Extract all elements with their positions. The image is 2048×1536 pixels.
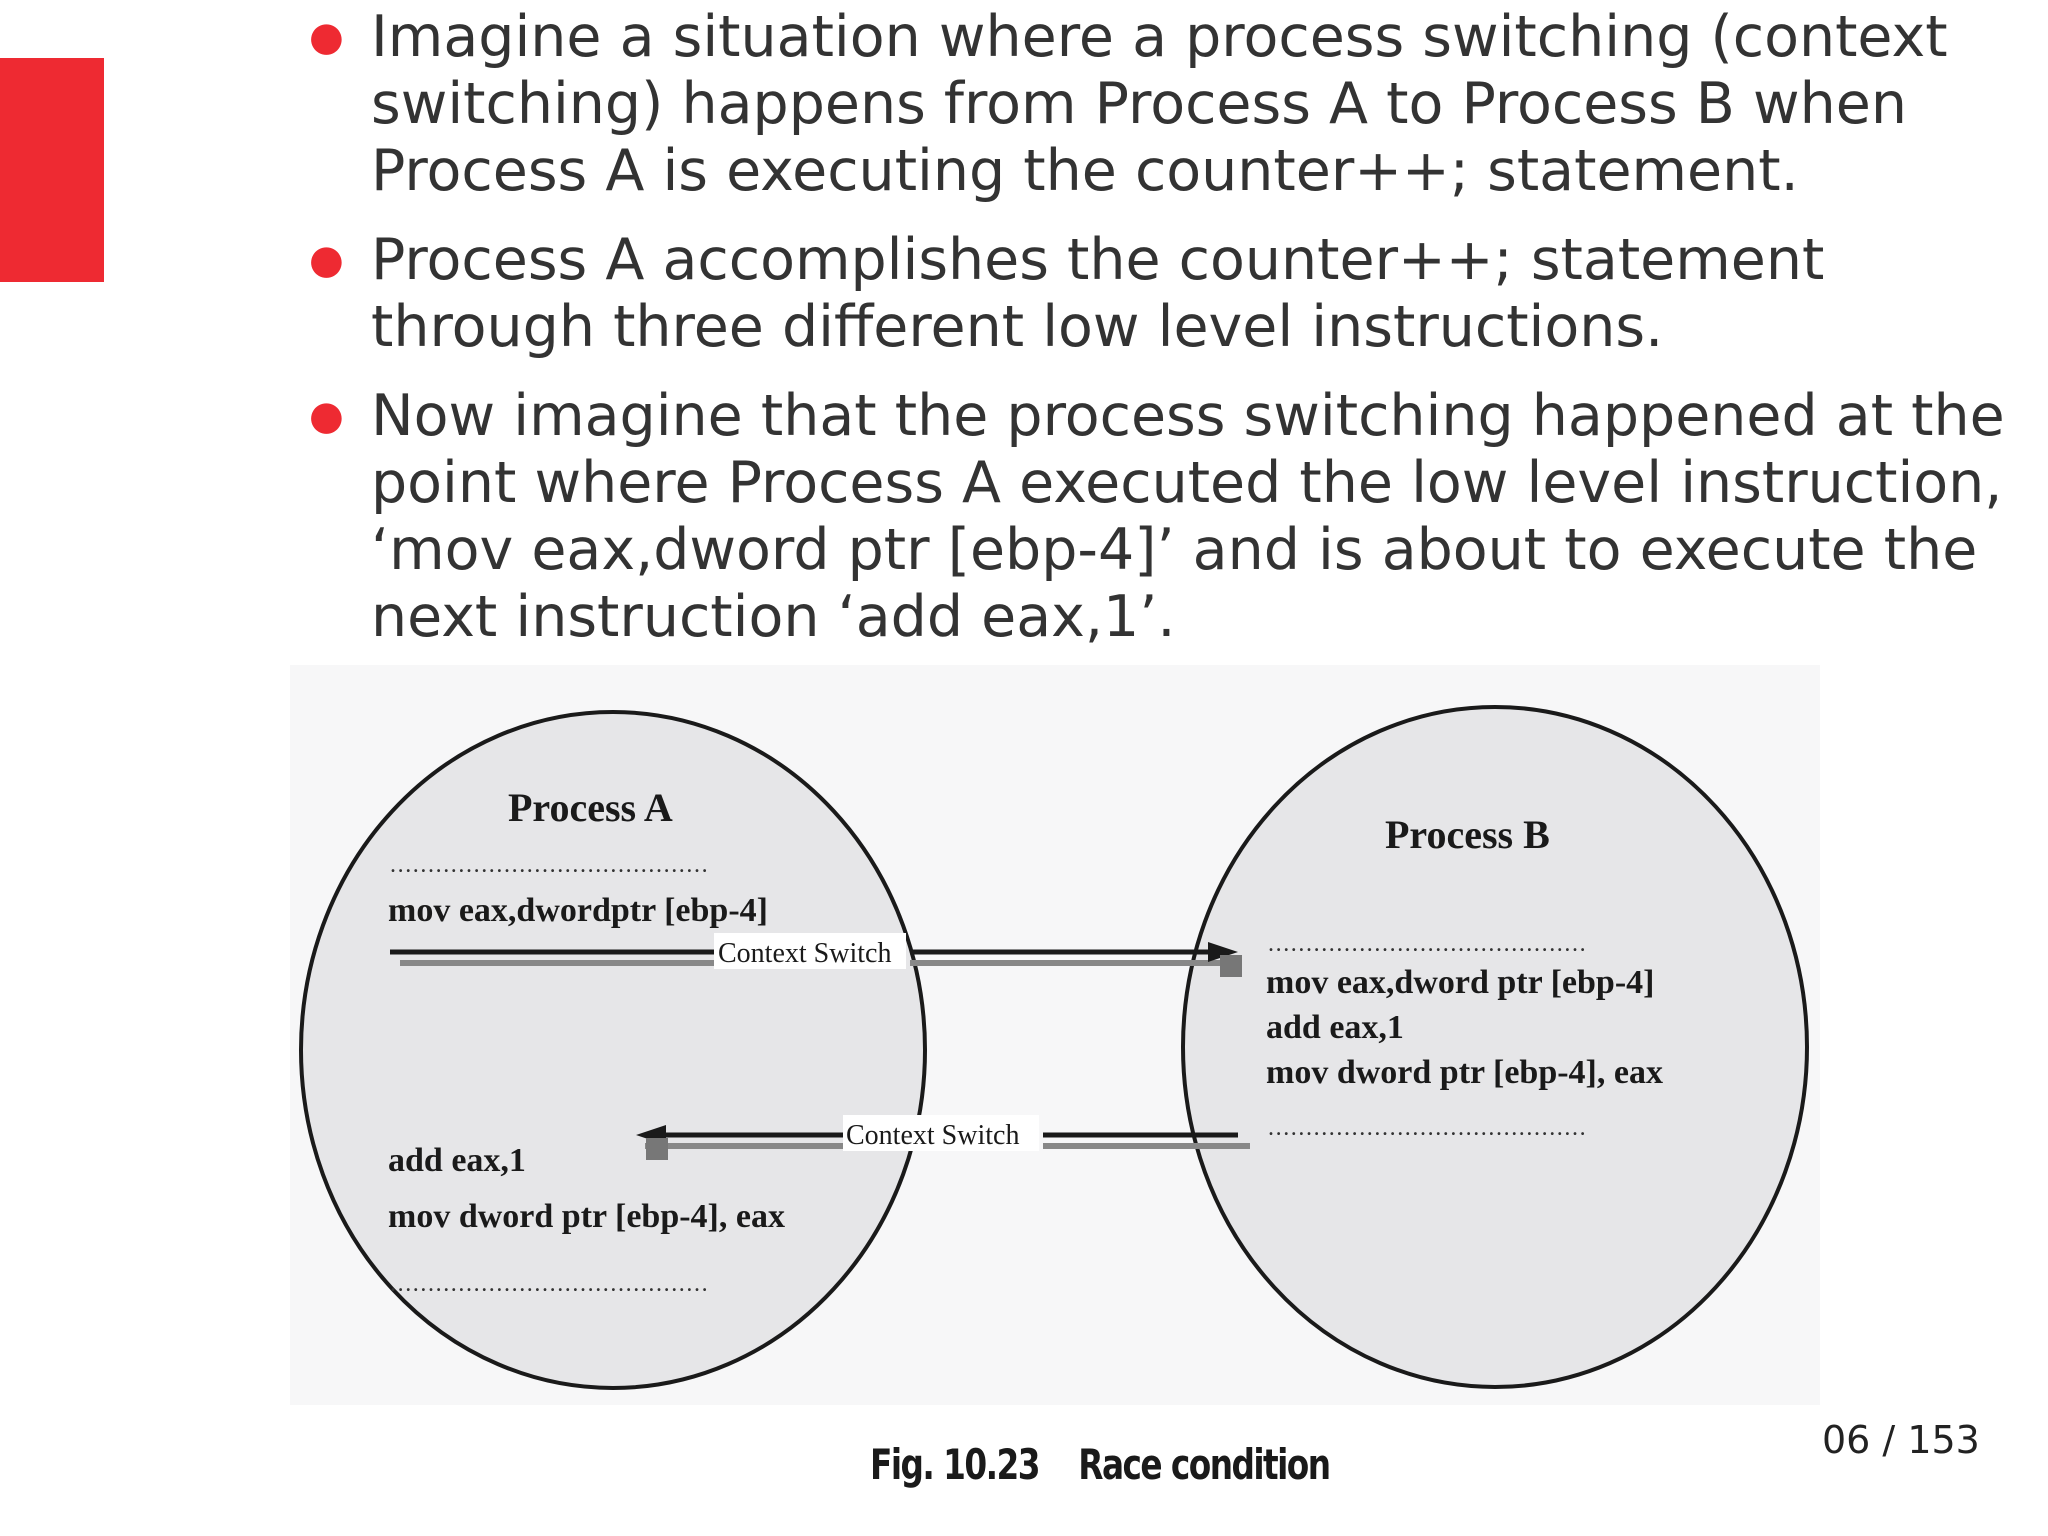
process-b-line-2: add eax,1 <box>1266 1009 1404 1046</box>
process-a-line-3: mov dword ptr [ebp-4], eax <box>388 1198 785 1235</box>
accent-bar <box>0 58 104 282</box>
context-switch-label-bg-1 <box>714 933 906 969</box>
process-b-title: Process B <box>1385 812 1550 857</box>
process-a-dots-bottom: ........................................… <box>390 1271 709 1297</box>
figure-caption: Fig. 10.23 Race condition <box>870 1440 1331 1489</box>
bullet-item-3: ● Now imagine that the process switching… <box>300 383 2020 651</box>
bullet-dot-icon: ● <box>309 14 344 60</box>
page-number: 06 / 153 <box>1822 1418 1980 1462</box>
process-b-dots-bottom: ........................................… <box>1268 1115 1587 1141</box>
process-b-line-3: mov dword ptr [ebp-4], eax <box>1266 1054 1663 1091</box>
bullet-item-1: ● Imagine a situation where a process sw… <box>300 4 2020 205</box>
race-condition-diagram: Process A ..............................… <box>299 705 1809 1390</box>
process-b-circle <box>1181 705 1809 1389</box>
process-b-line-1: mov eax,dword ptr [ebp-4] <box>1266 964 1654 1001</box>
context-switch-arrow-a-to-b <box>390 942 1242 977</box>
bullet-list: ● Imagine a situation where a process sw… <box>300 4 2020 673</box>
bullet-dot-icon: ● <box>309 393 344 439</box>
bullet-text-2: Process A accomplishes the counter++; st… <box>371 227 1825 360</box>
context-switch-label-bg-2 <box>843 1115 1039 1151</box>
process-a-line-2: add eax,1 <box>388 1142 526 1179</box>
context-switch-label-1: Context Switch <box>718 938 891 969</box>
bullet-item-2: ● Process A accomplishes the counter++; … <box>300 227 2020 361</box>
race-condition-figure: Process A ..............................… <box>290 665 1820 1405</box>
bullet-text-3: Now imagine that the process switching h… <box>371 383 2005 650</box>
process-a-line-1: mov eax,dwordptr [ebp-4] <box>388 892 768 929</box>
bullet-dot-icon: ● <box>309 237 344 283</box>
process-a-title: Process A <box>508 785 673 830</box>
bullet-text-1: Imagine a situation where a process swit… <box>371 4 1948 204</box>
process-a-dots-top: ........................................… <box>390 852 709 878</box>
process-b-dots-top: ........................................… <box>1268 931 1587 957</box>
context-switch-arrow-b-to-a <box>636 1125 1250 1160</box>
context-switch-label-2: Context Switch <box>846 1120 1019 1151</box>
process-a-circle <box>299 710 927 1390</box>
